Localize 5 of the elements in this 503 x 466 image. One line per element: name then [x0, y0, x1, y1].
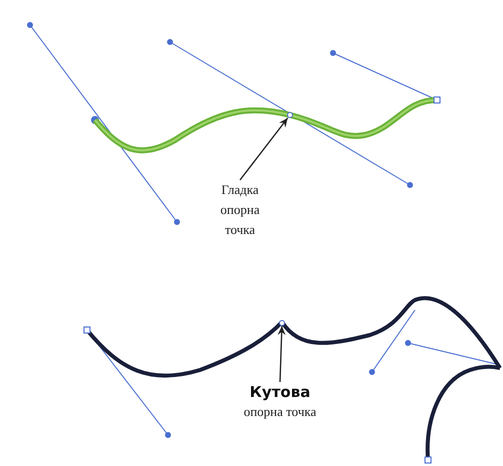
callout-text: Кутова опорна точка: [240, 382, 320, 422]
leader-line: [278, 326, 286, 382]
callout-text: Гладка опорна точка: [210, 180, 270, 240]
leader-line: [239, 118, 288, 180]
anchor-point: [279, 320, 285, 326]
